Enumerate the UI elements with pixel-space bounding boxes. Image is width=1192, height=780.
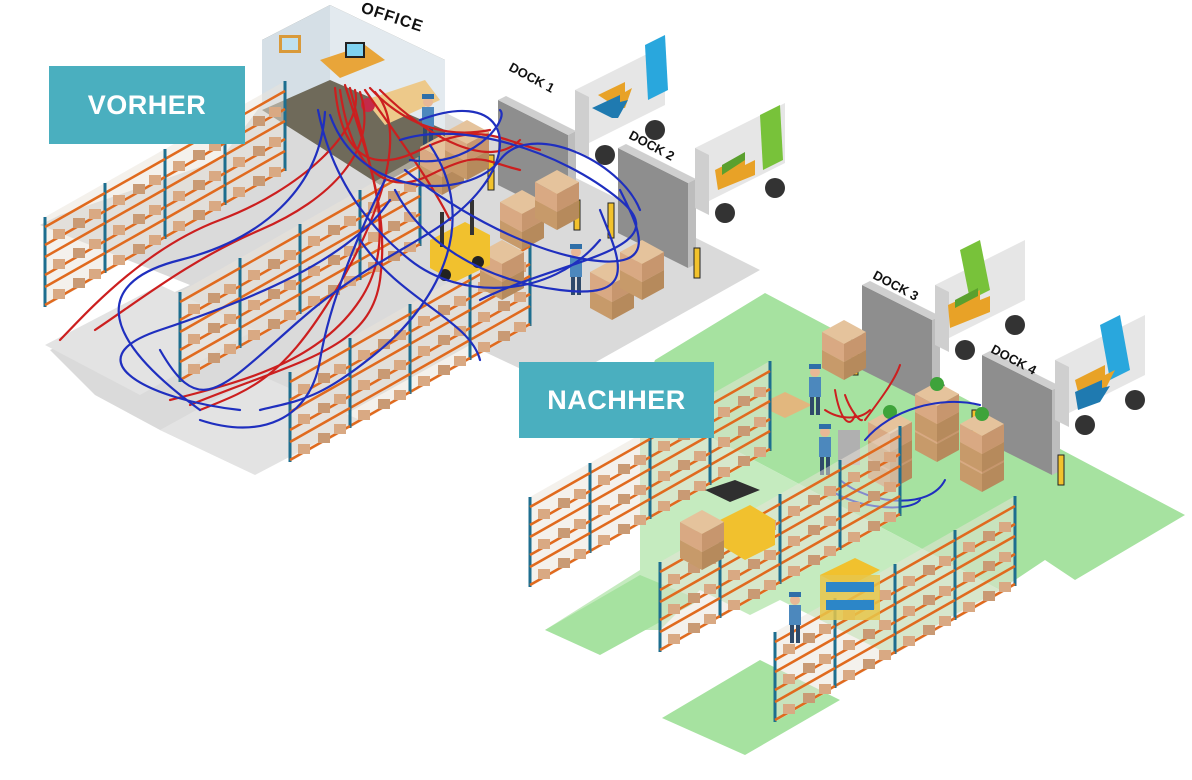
- after-forklift: [680, 480, 775, 570]
- dock-1-label: DOCK 1: [507, 59, 557, 95]
- after-pallets: [758, 320, 1004, 492]
- before-label: VORHER: [49, 66, 245, 144]
- after-label: NACHHER: [519, 362, 714, 438]
- after-cart: [820, 558, 880, 620]
- before-paths: [58, 83, 642, 429]
